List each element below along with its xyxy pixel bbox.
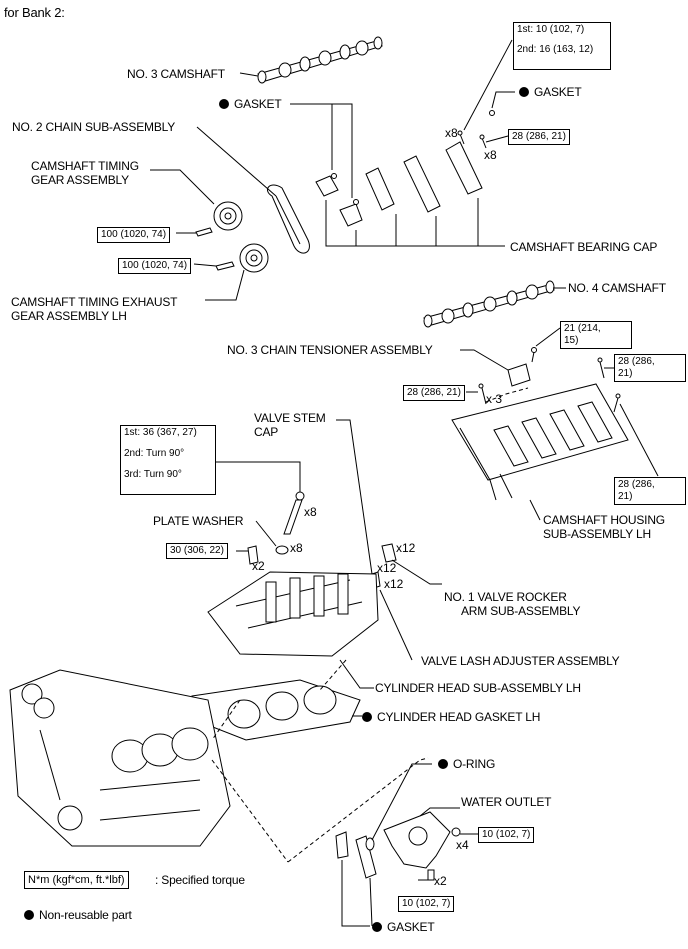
torque-box-water-outlet-2: 10 (102, 7) (398, 896, 455, 912)
no4-camshaft-drawing (423, 280, 555, 328)
legend-unit-box: N*m (kgf*cm, ft.*lbf) (24, 871, 129, 889)
nonreusable-dot-icon (362, 712, 372, 722)
torque-box-head-30: 30 (306, 22) (166, 543, 228, 559)
label-valve-stem-cap-1: VALVE STEM (254, 411, 326, 425)
label-no4-camshaft: NO. 4 CAMSHAFT (568, 281, 666, 295)
label-valve-stem-cap-2: CAP (254, 425, 279, 439)
label-cam-bearing-cap: CAMSHAFT BEARING CAP (510, 240, 658, 254)
chain-tensioner-drawing (507, 347, 537, 387)
torque-box-exhaust-gear: 100 (1020, 74) (118, 258, 192, 274)
label-lash-adjuster: VALVE LASH ADJUSTER ASSEMBLY (421, 654, 620, 668)
label-cam-housing-1: CAMSHAFT HOUSING (543, 513, 665, 527)
torque-box-water-outlet-1: 10 (102, 7) (478, 827, 535, 843)
mult-cap-bolt-a: x8 (445, 126, 458, 140)
legend-unit-desc: : Specified torque (155, 873, 245, 887)
label-o-ring: O-RING (438, 757, 495, 771)
mult-outlet-2: x2 (434, 874, 447, 888)
torque-head-bolt-3rd: 3rd: Turn 90° (124, 469, 182, 480)
torque-bearing-cap-2nd: 2nd: 16 (163, 12) (517, 44, 594, 55)
torque-bearing-cap-1st: 1st: 10 (102, 7) (517, 24, 585, 35)
nonreusable-dot-icon (24, 910, 34, 920)
label-no2-chain: NO. 2 CHAIN SUB-ASSEMBLY (12, 120, 176, 134)
torque-box-bearing-cap: 1st: 10 (102, 7) 2nd: 16 (163, 12) (513, 22, 611, 70)
torque-box-tensioner-21: 21 (214, 15) (560, 321, 632, 349)
label-gasket-bottom: GASKET (372, 920, 435, 934)
exhaust-gear-drawing (215, 243, 269, 273)
diagram-title: for Bank 2: (4, 5, 65, 20)
engine-block-drawing (9, 669, 231, 847)
label-no3-chain-tensioner: NO. 3 CHAIN TENSIONER ASSEMBLY (227, 343, 433, 357)
torque-box-head-bolt: 1st: 36 (367, 27) 2nd: Turn 90° 3rd: Tur… (120, 425, 216, 495)
legend-nonreusable: Non-reusable part (24, 908, 132, 922)
nonreusable-dot-icon (219, 99, 229, 109)
label-rocker-arm-2: ARM SUB-ASSEMBLY (461, 604, 581, 618)
label-exhaust-gear-2: GEAR ASSEMBLY LH (11, 309, 127, 323)
label-water-outlet: WATER OUTLET (461, 795, 552, 809)
torque-box-housing-28-top: 28 (286, 21) (614, 354, 686, 382)
label-no3-camshaft: NO. 3 CAMSHAFT (127, 67, 225, 81)
mult-outlet: x4 (456, 838, 469, 852)
cylinder-head-drawing (207, 571, 379, 657)
label-rocker-arm-1: NO. 1 VALVE ROCKER (444, 590, 567, 604)
no3-camshaft-drawing (257, 36, 383, 84)
mult-stem-cap: x12 (377, 561, 397, 575)
label-cam-timing-gear-2: GEAR ASSEMBLY (31, 173, 129, 187)
label-gasket-top-left: GASKET (219, 97, 282, 111)
torque-box-timing-gear: 100 (1020, 74) (97, 227, 171, 243)
label-cam-housing-2: SUB-ASSEMBLY LH (543, 527, 651, 541)
head-gasket-drawing (191, 679, 361, 741)
torque-box-cap-28: 28 (286, 21) (508, 129, 570, 145)
torque-box-housing-28-right: 28 (286, 21) (614, 477, 686, 505)
label-cyl-head-sub: CYLINDER HEAD SUB-ASSEMBLY LH (375, 681, 581, 695)
camshaft-housing-drawing (451, 383, 629, 501)
torque-box-housing-28-left: 28 (286, 21) (403, 385, 465, 401)
mult-cap-bolt-b: x8 (484, 148, 497, 162)
mult-rocker: x12 (396, 541, 416, 555)
mult-head-bolt: x8 (304, 505, 317, 519)
nonreusable-dot-icon (372, 922, 382, 932)
nonreusable-dot-icon (519, 87, 529, 97)
label-cyl-head-gasket: CYLINDER HEAD GASKET LH (362, 710, 540, 724)
bearing-caps-drawing (315, 110, 495, 227)
water-outlet-drawing (335, 811, 461, 881)
mult-head: x2 (252, 559, 265, 573)
label-exhaust-gear-1: CAMSHAFT TIMING EXHAUST (11, 295, 178, 309)
label-gasket-top-right: GASKET (519, 85, 582, 99)
torque-head-bolt-2nd: 2nd: Turn 90° (124, 448, 185, 459)
no2-chain-drawing (267, 184, 310, 254)
nonreusable-dot-icon (438, 759, 448, 769)
label-plate-washer: PLATE WASHER (153, 514, 244, 528)
label-cam-timing-gear-1: CAMSHAFT TIMING (31, 159, 139, 173)
torque-head-bolt-1st: 1st: 36 (367, 27) (124, 427, 197, 438)
mult-lash: x12 (384, 577, 404, 591)
timing-gear-drawing (195, 201, 243, 237)
mult-tensioner: x 3 (486, 392, 503, 406)
mult-washer: x8 (290, 541, 303, 555)
